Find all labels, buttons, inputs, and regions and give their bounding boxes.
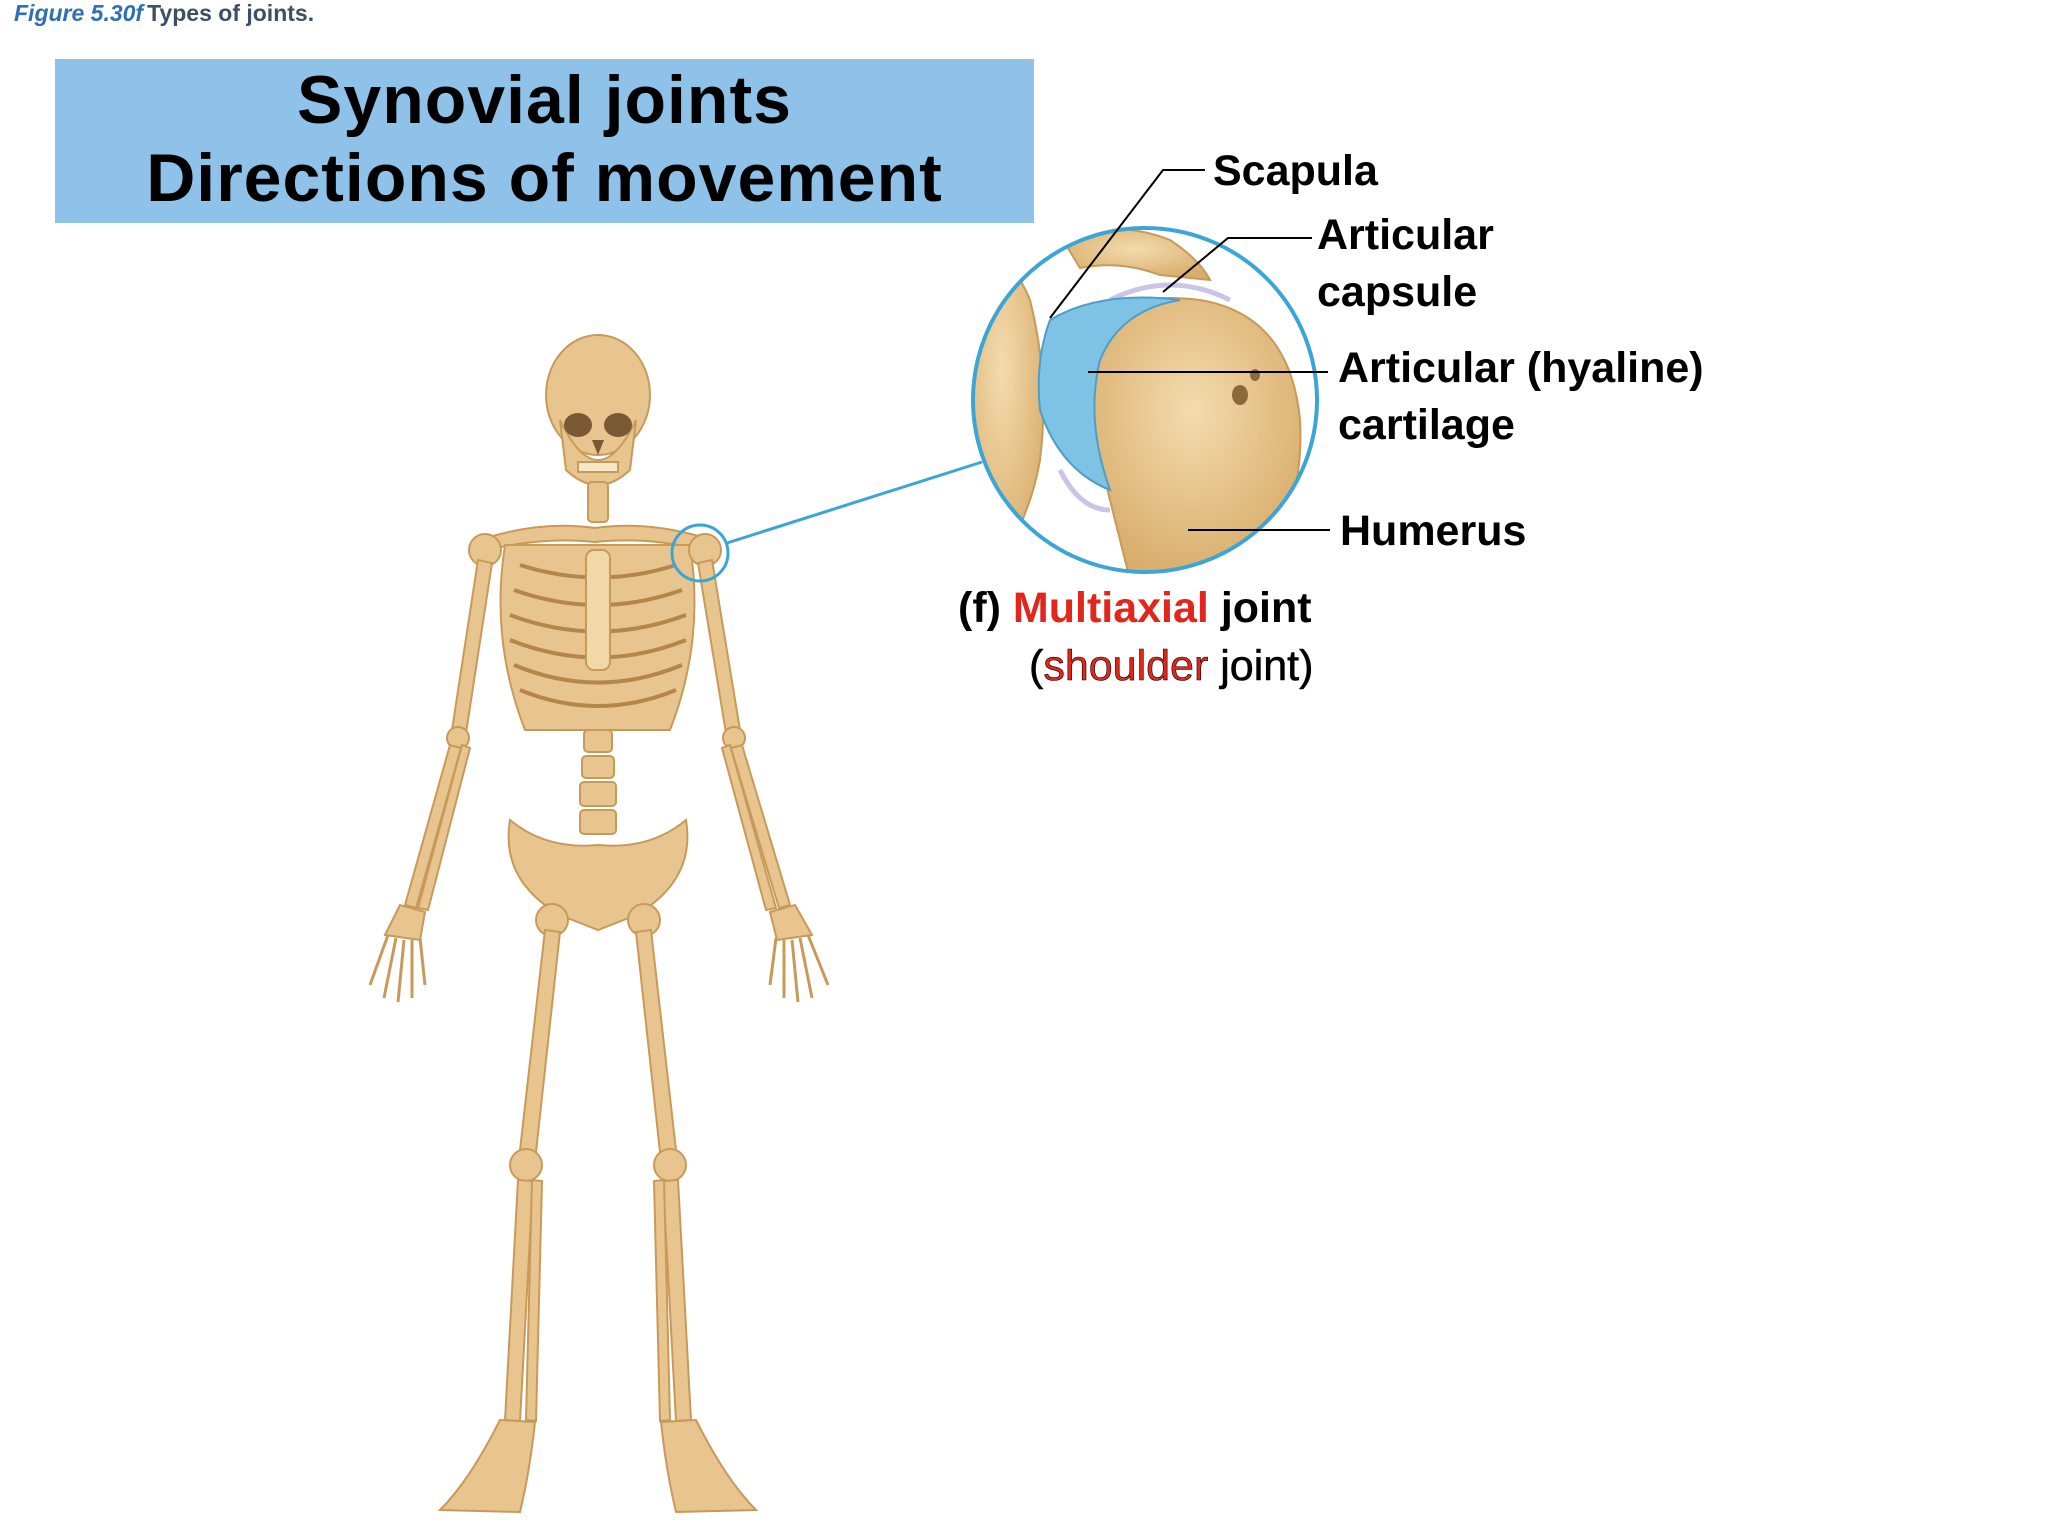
figure-title: Types of joints. — [147, 0, 315, 26]
leader-capsule — [1162, 237, 1312, 293]
leg-right — [437, 903, 569, 1514]
leader-scapula — [1049, 169, 1205, 319]
leg-left — [627, 903, 759, 1514]
lumbar-spine — [579, 729, 617, 835]
caption-example-open: ( — [1029, 642, 1044, 691]
label-cartilage-line1: Articular (hyaline) — [1338, 344, 1704, 392]
skeleton — [368, 334, 830, 1514]
arm-left — [688, 533, 830, 1003]
cervical-spine — [587, 481, 609, 523]
title-line-2: Directions of movement — [146, 140, 943, 216]
arm-right — [368, 533, 502, 1003]
detail-circle-border — [971, 226, 1319, 574]
ribcage — [499, 544, 696, 731]
figure-number: Figure 5.30f — [14, 0, 144, 26]
skull — [545, 334, 651, 486]
leader-lines — [1049, 169, 1330, 531]
shoulder-highlight-circle — [670, 523, 730, 583]
title-box: Synovial joints Directions of movement — [55, 59, 1034, 223]
caption-example-highlight: shoulder — [1043, 642, 1209, 691]
label-articular-capsule-line1: Articular — [1317, 211, 1494, 259]
label-articular-capsule-line2: capsule — [1317, 268, 1478, 316]
zoom-connector-line — [726, 460, 983, 545]
label-cartilage-line2: cartilage — [1338, 401, 1515, 449]
label-humerus: Humerus — [1340, 507, 1527, 555]
shoulder-joint-detail — [971, 226, 1319, 574]
label-scapula: Scapula — [1213, 147, 1378, 195]
joint-example-caption: (shoulder joint) — [1029, 638, 1314, 694]
caption-example-rest: joint) — [1220, 642, 1314, 691]
title-line-1: Synovial joints — [297, 62, 792, 138]
joint-type-caption: (f) Multiaxial joint — [958, 580, 1312, 636]
caption-type-rest: joint — [1220, 584, 1312, 632]
caption-type-highlight: Multiaxial — [1012, 584, 1209, 632]
pelvis — [507, 818, 689, 932]
caption-letter: (f) — [958, 584, 1001, 632]
